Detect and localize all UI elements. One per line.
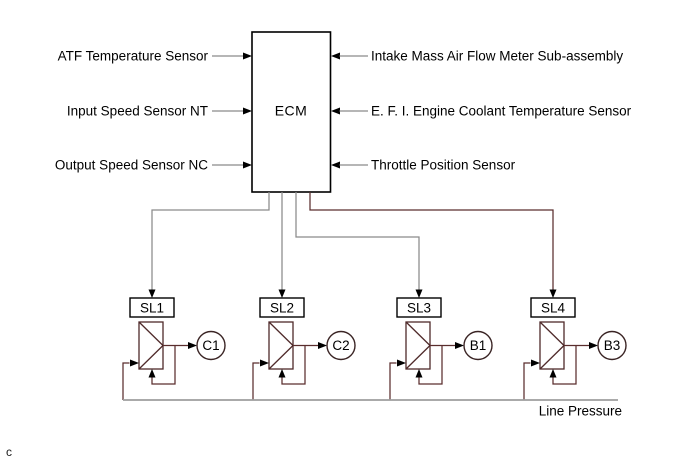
ecm-output-wires bbox=[148, 192, 557, 298]
valve-diagonal bbox=[405, 321, 431, 346]
valve-diagonal bbox=[138, 321, 164, 346]
clutch-circle bbox=[326, 330, 356, 361]
sensor-label: ATF Temperature Sensor bbox=[58, 49, 209, 64]
ecm-to-sl4-wire bbox=[309, 192, 554, 291]
arrow-down-icon bbox=[549, 289, 557, 298]
feedback-wire bbox=[418, 345, 443, 385]
valve-diagonal bbox=[268, 345, 294, 370]
line-pressure-label: Line Pressure bbox=[539, 404, 622, 419]
arrow-right-icon bbox=[318, 342, 327, 349]
brake-label: B3 bbox=[604, 338, 621, 353]
line-pressure-feed-wire bbox=[523, 362, 531, 400]
valve-diagonal bbox=[539, 345, 565, 370]
solenoid-box bbox=[129, 297, 175, 318]
arrow-right-icon bbox=[130, 359, 139, 367]
arrow-right-icon bbox=[455, 342, 464, 349]
solenoid-box bbox=[259, 297, 305, 318]
arrow-right-icon bbox=[397, 359, 406, 367]
clutch-label: C2 bbox=[332, 338, 349, 353]
line-pressure-feed-wire bbox=[252, 362, 260, 400]
feedback-wire bbox=[281, 345, 306, 385]
sensor-label: E. F. I. Engine Coolant Temperature Sens… bbox=[371, 104, 632, 119]
ecm-box bbox=[251, 31, 332, 193]
arrow-right-icon bbox=[243, 52, 252, 60]
solenoid-label: SL4 bbox=[541, 301, 566, 316]
line-pressure-bus: Line Pressure bbox=[123, 399, 622, 419]
sensor-label: Intake Mass Air Flow Meter Sub-assembly bbox=[371, 49, 623, 64]
input-intake-mass-air-flow-meter: Intake Mass Air Flow Meter Sub-assembly bbox=[331, 49, 623, 64]
arrow-left-icon bbox=[331, 161, 340, 169]
brake-circle bbox=[463, 330, 493, 361]
feedback-wire bbox=[151, 345, 176, 385]
solenoid-unit-sl2: SL2 C2 bbox=[252, 297, 356, 400]
valve-symbol bbox=[268, 321, 294, 370]
arrow-right-icon bbox=[188, 342, 197, 349]
arrow-right-icon bbox=[531, 359, 540, 367]
arrow-right-icon bbox=[589, 342, 598, 349]
ecm-to-sl1-wire bbox=[151, 192, 270, 291]
input-throttle-position-sensor: Throttle Position Sensor bbox=[331, 158, 516, 173]
solenoid-box bbox=[530, 297, 576, 318]
valve-diagonal bbox=[138, 345, 164, 370]
ecm-to-sl3-wire bbox=[295, 192, 420, 291]
input-output-speed-sensor-nc: Output Speed Sensor NC bbox=[55, 158, 252, 173]
arrow-up-icon bbox=[415, 369, 423, 378]
valve-symbol bbox=[539, 321, 565, 370]
arrow-up-icon bbox=[148, 369, 156, 378]
valve-diagonal bbox=[268, 321, 294, 346]
arrow-right-icon bbox=[243, 107, 252, 115]
clutch-circle bbox=[196, 330, 226, 361]
input-atf-temperature-sensor: ATF Temperature Sensor bbox=[58, 49, 252, 64]
arrow-down-icon bbox=[415, 289, 423, 298]
sensor-label: Output Speed Sensor NC bbox=[55, 158, 208, 173]
arrow-up-icon bbox=[549, 369, 557, 378]
solenoid-unit-sl3: SL3 B1 bbox=[389, 297, 493, 400]
arrow-left-icon bbox=[331, 52, 340, 60]
valve-diagonal bbox=[405, 345, 431, 370]
brake-label: B1 bbox=[470, 338, 487, 353]
valve-symbol bbox=[138, 321, 164, 370]
footnote-marker: c bbox=[6, 445, 12, 459]
input-efi-engine-coolant-temperature-sensor: E. F. I. Engine Coolant Temperature Sens… bbox=[331, 104, 632, 119]
arrow-up-icon bbox=[278, 369, 286, 378]
valve-diagonal bbox=[539, 321, 565, 346]
clutch-label: C1 bbox=[202, 338, 219, 353]
solenoid-unit-sl4: SL4 B3 bbox=[523, 297, 627, 400]
solenoid-unit-sl1: SL1 C1 bbox=[122, 297, 226, 400]
arrow-right-icon bbox=[260, 359, 269, 367]
arrow-left-icon bbox=[331, 107, 340, 115]
solenoid-box bbox=[396, 297, 442, 318]
line-pressure-feed-wire bbox=[389, 362, 397, 400]
arrow-down-icon bbox=[278, 289, 286, 298]
arrow-right-icon bbox=[243, 161, 252, 169]
valve-symbol bbox=[405, 321, 431, 370]
sensor-label: Throttle Position Sensor bbox=[371, 158, 516, 173]
sensor-label: Input Speed Sensor NT bbox=[67, 104, 208, 119]
ecm-label: ECM bbox=[275, 103, 308, 119]
input-input-speed-sensor-nt: Input Speed Sensor NT bbox=[67, 104, 252, 119]
solenoid-label: SL2 bbox=[270, 301, 294, 316]
line-pressure-feed-wire bbox=[122, 362, 130, 400]
solenoid-label: SL3 bbox=[407, 301, 431, 316]
ecm-node: ECM bbox=[251, 31, 332, 193]
arrow-down-icon bbox=[148, 289, 156, 298]
brake-circle bbox=[597, 330, 627, 361]
feedback-wire bbox=[552, 345, 577, 385]
solenoid-label: SL1 bbox=[140, 301, 164, 316]
